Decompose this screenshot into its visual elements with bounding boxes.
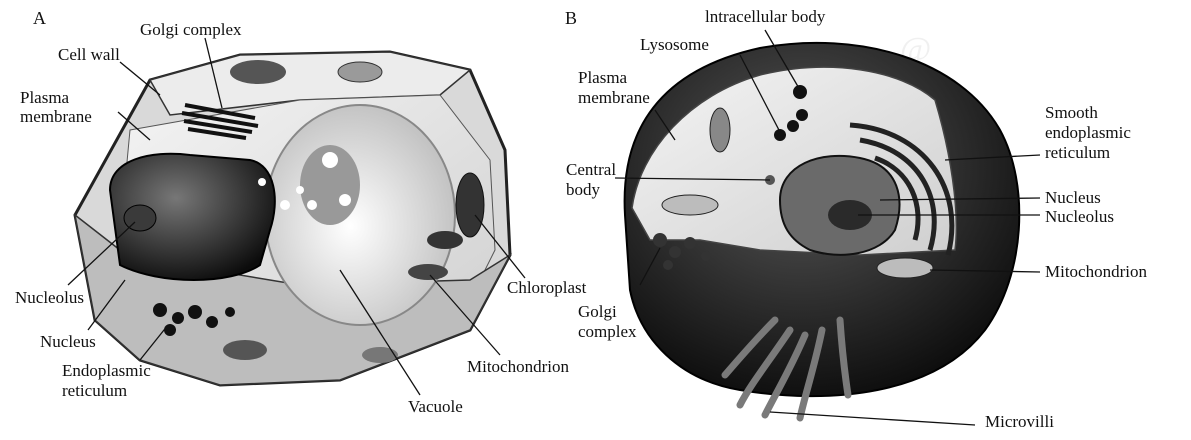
label-a-plasma-membrane-2: membrane [20,107,92,126]
animal-intracellular-body [793,85,807,99]
label-a-nucleus: Nucleus [40,332,96,351]
label-a-er-2: reticulum [62,381,127,400]
plant-cell [75,52,510,385]
plant-mitochondrion [408,264,448,280]
label-a-nucleolus: Nucleolus [15,288,84,307]
label-b-intracellular-body: lntracellular body [705,7,825,26]
label-b-golgi-2: complex [578,322,637,341]
label-a-plasma-membrane-1: Plasma [20,88,69,107]
plant-chloroplast [456,173,484,237]
label-b-lysosome: Lysosome [640,35,709,54]
label-b-plasma-membrane-2: membrane [578,88,650,107]
label-b-nucleus: Nucleus [1045,188,1101,207]
label-b-golgi-1: Golgi [578,302,617,321]
label-b-microvilli: Microvilli [985,412,1054,431]
panel-letter-a: A [33,8,46,29]
label-a-mitochondrion: Mitochondrion [467,357,569,376]
label-a-vacuole: Vacuole [408,397,463,416]
label-b-mitochondrion: Mitochondrion [1045,262,1147,281]
label-b-central-body-2: body [566,180,600,199]
animal-cell [625,43,1020,418]
plant-vacuole [265,105,455,325]
label-b-plasma-membrane-1: Plasma [578,68,627,87]
animal-mitochondrion [877,258,933,278]
label-a-cell-wall: Cell wall [58,45,120,64]
label-b-nucleolus: Nucleolus [1045,207,1114,226]
label-a-golgi-complex: Golgi complex [140,20,242,39]
label-b-central-body-1: Central [566,160,616,179]
label-b-smooth-er-1: Smooth [1045,103,1098,122]
label-b-smooth-er-3: reticulum [1045,143,1110,162]
label-a-er-1: Endoplasmic [62,361,151,380]
label-a-chloroplast: Chloroplast [507,278,586,297]
label-b-smooth-er-2: endoplasmic [1045,123,1131,142]
panel-letter-b: B [565,8,577,29]
